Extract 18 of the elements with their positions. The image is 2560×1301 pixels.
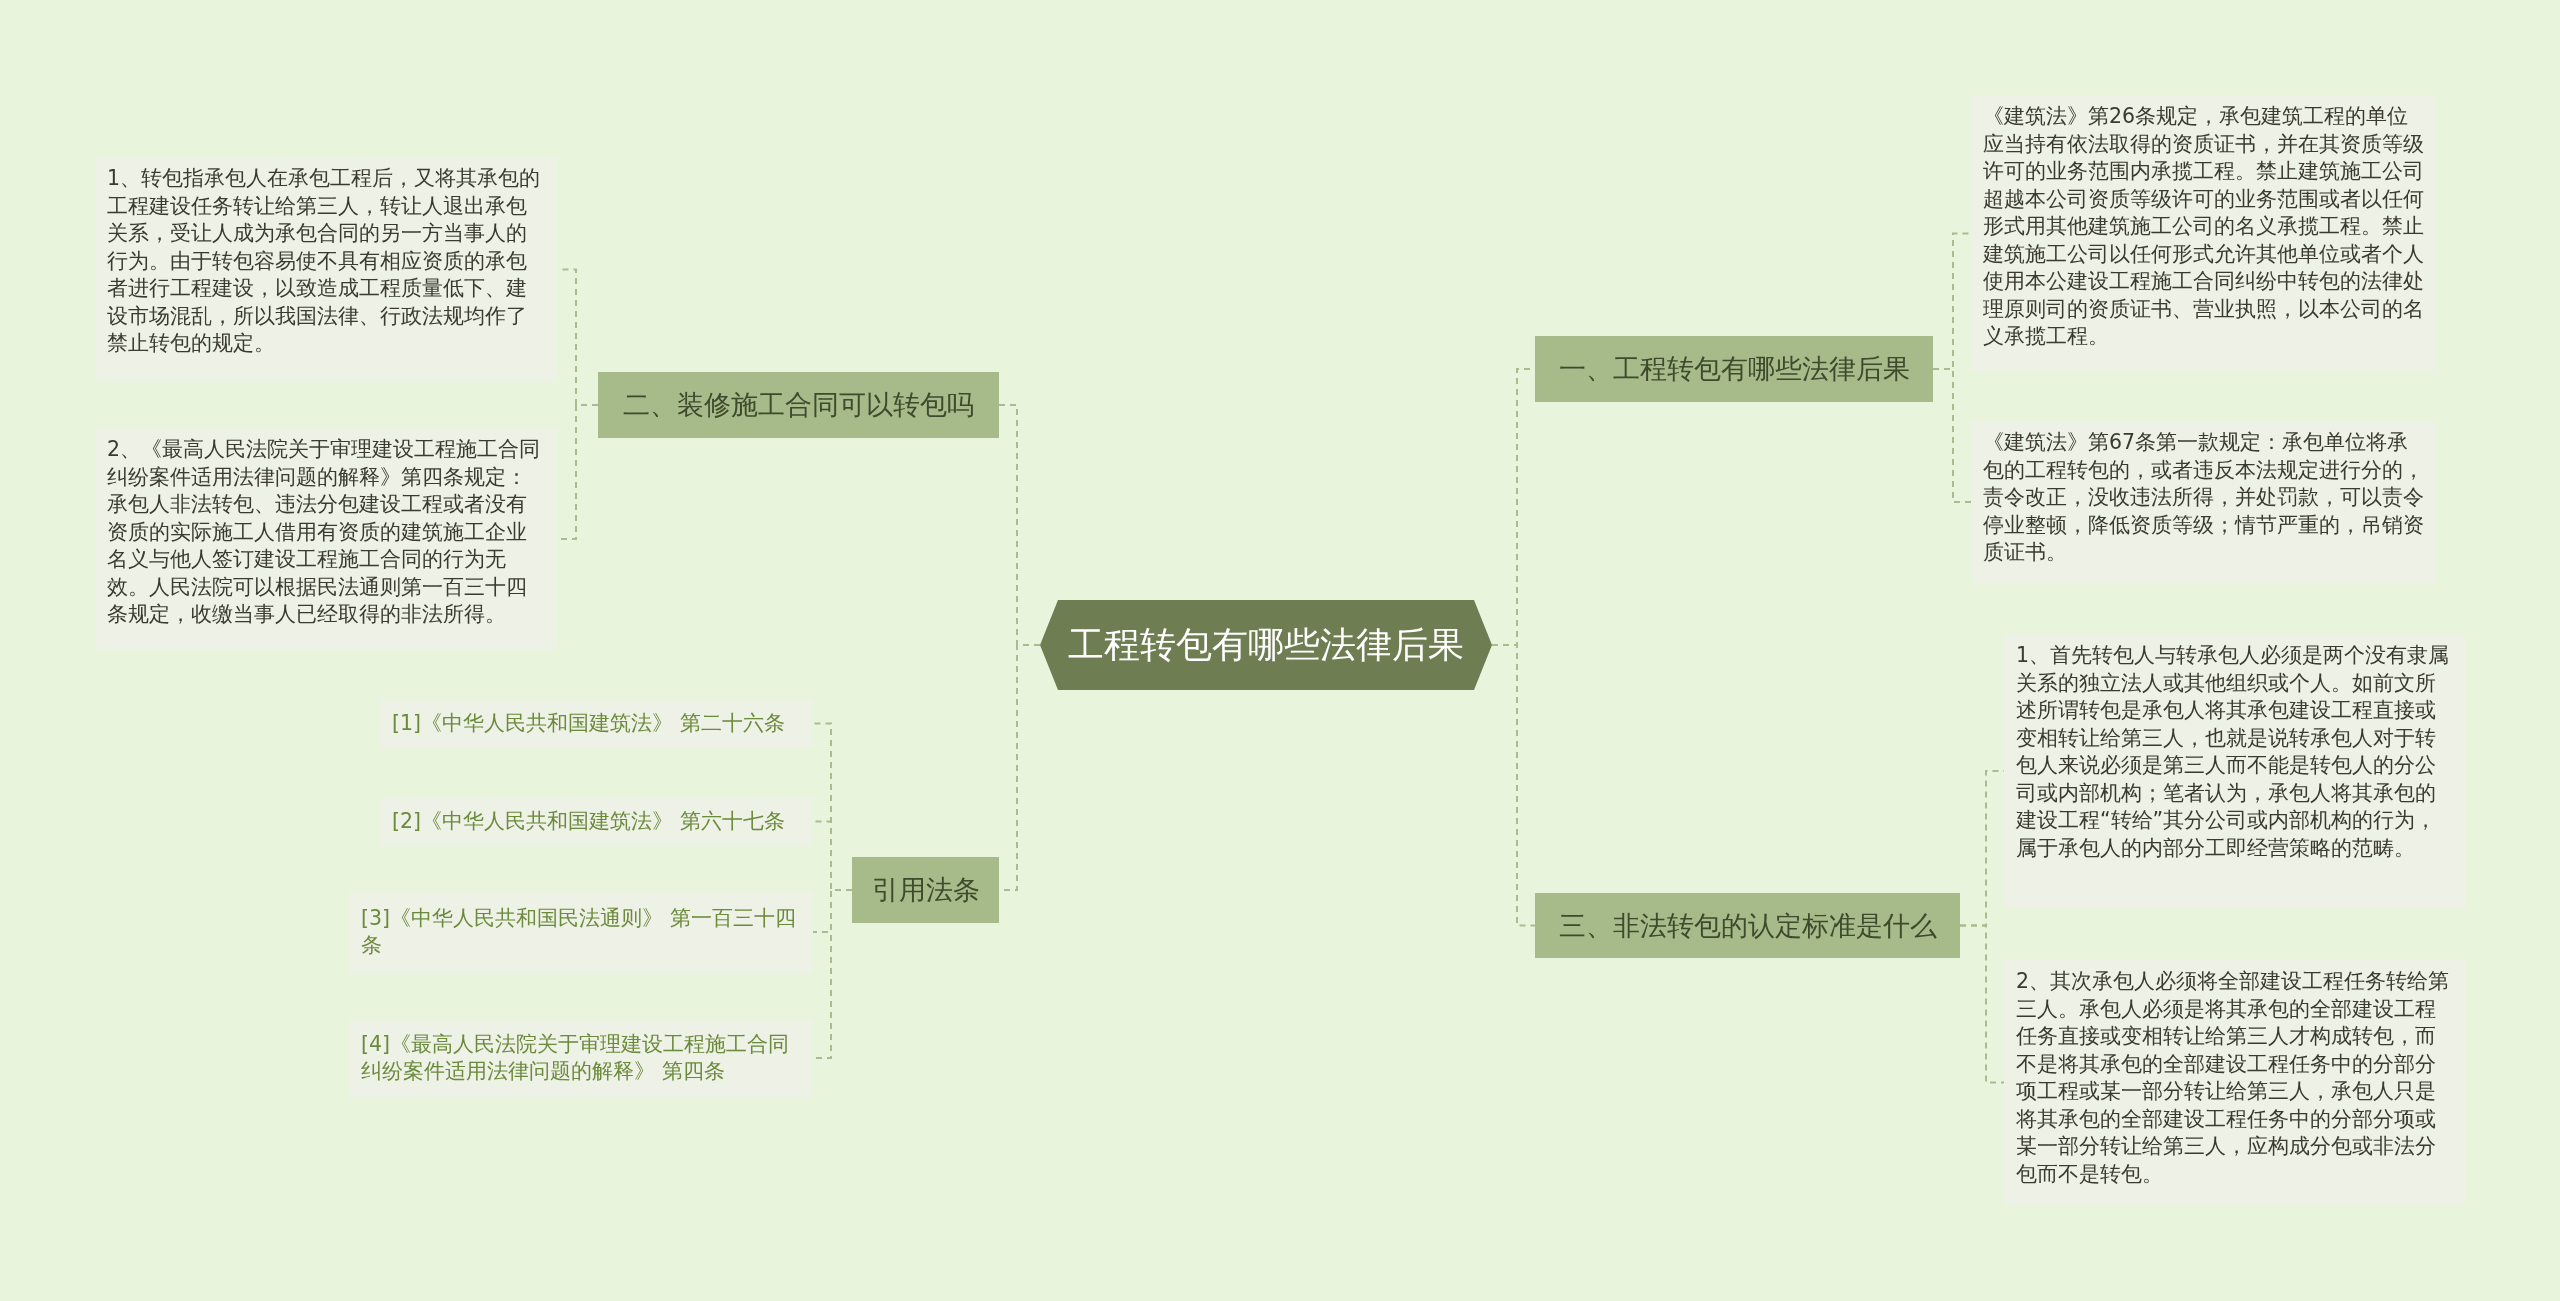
connector-line — [1932, 368, 1972, 503]
reference-item: [2]《中华人民共和国建筑法》 第六十七条 — [380, 797, 813, 846]
central-topic: 工程转包有哪些法律后果 — [1040, 600, 1492, 690]
text-card: 《建筑法》第26条规定，承包建筑工程的单位应当持有依法取得的资质证书，并在其资质等级许可的业务范围内承揽工程。禁止建筑施工公司超越本公司资质等级许可的业务范围或者以任何形式用其他建筑施工公司的名义承揽工程。禁止建筑施工公司以任何形式允许其他单位或者个人使用本公建设工程施工合同纠纷中转包的法律处理原则司的资质证书、营业执照，以本公司的名义承揽工程。 — [1971, 95, 2436, 372]
text-card: 2、《最高人民法院关于审理建设工程施工合同纠纷案件适用法律问题的解释》第四条规定：承包人非法转包、违法分包建设工程或者没有资质的实际施工人借用有资质的建筑施工企业名义与他人签订建设工程施工合同的行为无效。人民法院可以根据民法通则第一百三十四条规定，收缴当事人已经取得的非法所得。 — [95, 428, 558, 650]
connector-line — [1491, 644, 1536, 927]
topic-box: 三、非法转包的认定标准是什么 — [1535, 893, 1960, 958]
text-card: 2、其次承包人必须将全部建设工程任务转给第三人。承包人必须是将其承包的全部建设工程任务直接或变相转让给第三人才构成转包，而不是将其承包的全部建设工程任务中的分部分项工程或某一部分转让给第三人，承包人只是将其承包的全部建设工程任务中的分部分项或某一部分转让给第三人，应构成分包或非法分包而不是转包。 — [2004, 960, 2466, 1205]
topic-box: 一、工程转包有哪些法律后果 — [1535, 336, 1933, 402]
topic-box: 二、装修施工合同可以转包吗 — [598, 372, 999, 438]
text-card: 1、转包指承包人在承包工程后，又将其承包的工程建设任务转让给第三人，转让人退出承包关系，受让人成为承包合同的另一方当事人的行为。由于转包容易使不具有相应资质的承包者进行工程建设，以致造成工程质量低下、建设市场混乱，所以我国法律、行政法规均作了禁止转包的规定。 — [95, 157, 558, 382]
connector-line — [1959, 924, 2005, 1084]
text-card: 1、首先转包人与转承包人必须是两个没有隶属关系的独立法人或其他组织或个人。如前文所述所谓转包是承包人将其承包建设工程直接或变相转让给第三人，也就是说转承包人对于转包人来说必须是第三人而不能是转包人的分公司或内部机构；笔者认为，承包人将其承包的建设工程“转给”其分公司或内部机构的行为，属于承包人的内部分工即经营策略的范畴。 — [2004, 634, 2466, 908]
reference-item: [4]《最高人民法院关于审理建设工程施工合同纠纷案件适用法律问题的解释》 第四条 — [349, 1019, 813, 1097]
reference-item: [3]《中华人民共和国民法通则》 第一百三十四条 — [349, 891, 813, 973]
reference-item: [1]《中华人民共和国建筑法》 第二十六条 — [380, 699, 813, 748]
topic-box: 引用法条 — [852, 857, 999, 923]
text-card: 《建筑法》第67条第一款规定：承包单位将承包的工程转包的，或者违反本法规定进行分的，责令改正，没收违法所得，并处罚款，可以责令停业整顿，降低资质等级；情节严重的，吊销资质证书。 — [1971, 421, 2436, 583]
